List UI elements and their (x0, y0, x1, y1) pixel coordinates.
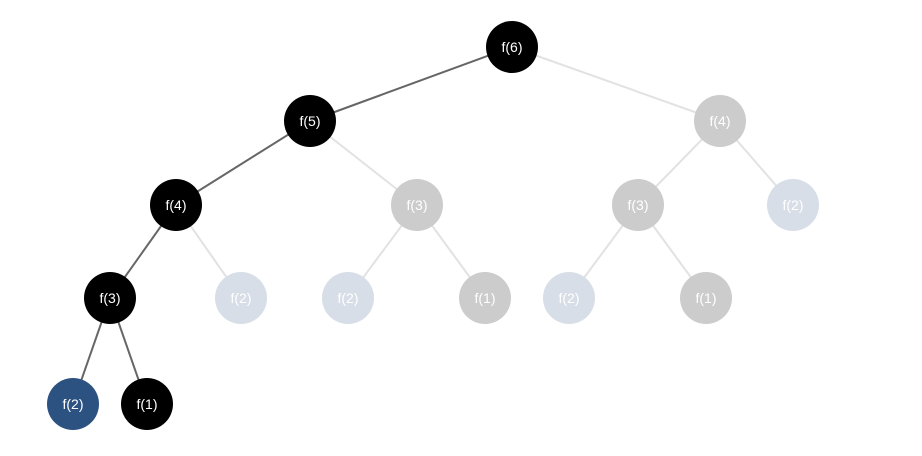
node-circle (150, 179, 202, 231)
tree-node: f(2) (322, 272, 374, 324)
node-circle (680, 272, 732, 324)
node-label: f(1) (696, 290, 717, 306)
tree-node: f(3) (612, 179, 664, 231)
node-label: f(2) (338, 290, 359, 306)
nodes-layer: f(6) f(5) f(4) f(4) f(3) f(3) f(2) f(3) f(2) f(2)… (47, 21, 819, 430)
node-label: f(1) (137, 396, 158, 412)
node-circle (47, 378, 99, 430)
node-circle (694, 95, 746, 147)
node-label: f(2) (783, 197, 804, 213)
tree-node: f(2) (767, 179, 819, 231)
node-label: f(2) (231, 290, 252, 306)
tree-node: f(3) (84, 272, 136, 324)
node-circle (215, 272, 267, 324)
node-circle (486, 21, 538, 73)
tree-node: f(1) (680, 272, 732, 324)
node-label: f(3) (407, 197, 428, 213)
node-circle (612, 179, 664, 231)
node-circle (284, 95, 336, 147)
tree-node: f(4) (694, 95, 746, 147)
node-circle (767, 179, 819, 231)
node-circle (322, 272, 374, 324)
tree-node: f(4) (150, 179, 202, 231)
node-circle (121, 378, 173, 430)
tree-node: f(6) (486, 21, 538, 73)
node-label: f(4) (166, 197, 187, 213)
tree-node: f(3) (391, 179, 443, 231)
node-label: f(3) (628, 197, 649, 213)
tree-node: f(2) (543, 272, 595, 324)
node-circle (543, 272, 595, 324)
tree-edge-n1-n3 (175, 120, 311, 206)
node-label: f(5) (300, 113, 321, 129)
node-label: f(6) (502, 39, 523, 55)
node-label: f(1) (475, 290, 496, 306)
node-circle (459, 272, 511, 324)
tree-edge-n0-n2 (511, 46, 721, 122)
tree-node: f(1) (459, 272, 511, 324)
node-label: f(2) (63, 396, 84, 412)
node-label: f(3) (100, 290, 121, 306)
tree-node: f(5) (284, 95, 336, 147)
node-circle (84, 272, 136, 324)
node-label: f(4) (710, 113, 731, 129)
tree-node: f(1) (121, 378, 173, 430)
tree-node: f(2) (47, 378, 99, 430)
node-label: f(2) (559, 290, 580, 306)
tree-node: f(2) (215, 272, 267, 324)
tree-edge-n0-n1 (309, 46, 513, 122)
node-circle (391, 179, 443, 231)
